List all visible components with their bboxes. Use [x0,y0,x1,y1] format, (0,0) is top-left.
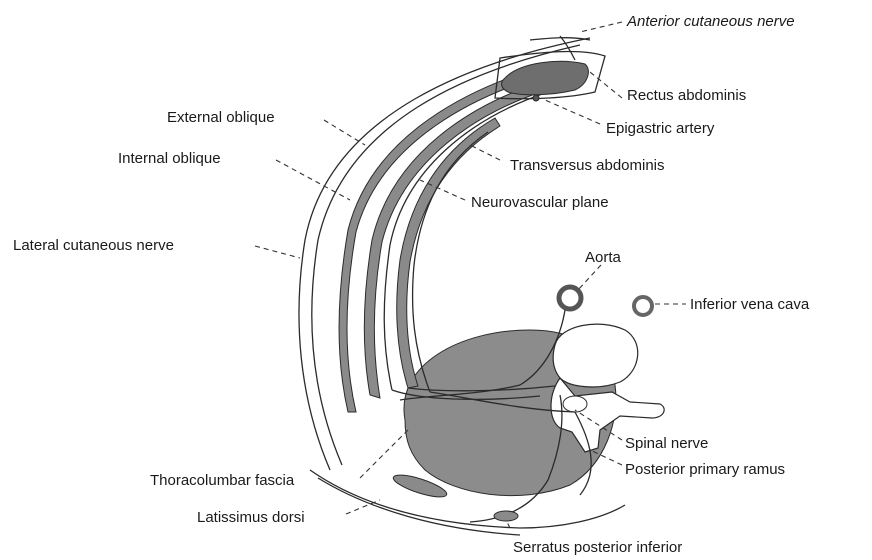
label-spinal-nerve: Spinal nerve [625,435,708,452]
label-inferior-vena-cava: Inferior vena cava [690,296,810,313]
label-anterior-cutaneous-nerve: Anterior cutaneous nerve [626,13,795,30]
label-external-oblique: External oblique [167,109,275,126]
label-rectus-abdominis: Rectus abdominis [627,87,746,104]
label-thoracolumbar-fascia: Thoracolumbar fascia [150,472,295,489]
aorta-vessel [559,287,581,309]
label-aorta: Aorta [585,249,622,266]
label-lateral-cutaneous-nerve: Lateral cutaneous nerve [13,237,174,254]
label-internal-oblique: Internal oblique [118,150,221,167]
label-latissimus-dorsi: Latissimus dorsi [197,509,305,526]
label-posterior-primary-ramus: Posterior primary ramus [625,461,785,478]
label-transversus-abdominis: Transversus abdominis [510,157,665,174]
label-serratus-posterior-inferior: Serratus posterior inferior [513,539,682,556]
label-epigastric-artery: Epigastric artery [606,120,715,137]
inferior-vena-cava-vessel [634,297,652,315]
label-neurovascular-plane: Neurovascular plane [471,194,609,211]
